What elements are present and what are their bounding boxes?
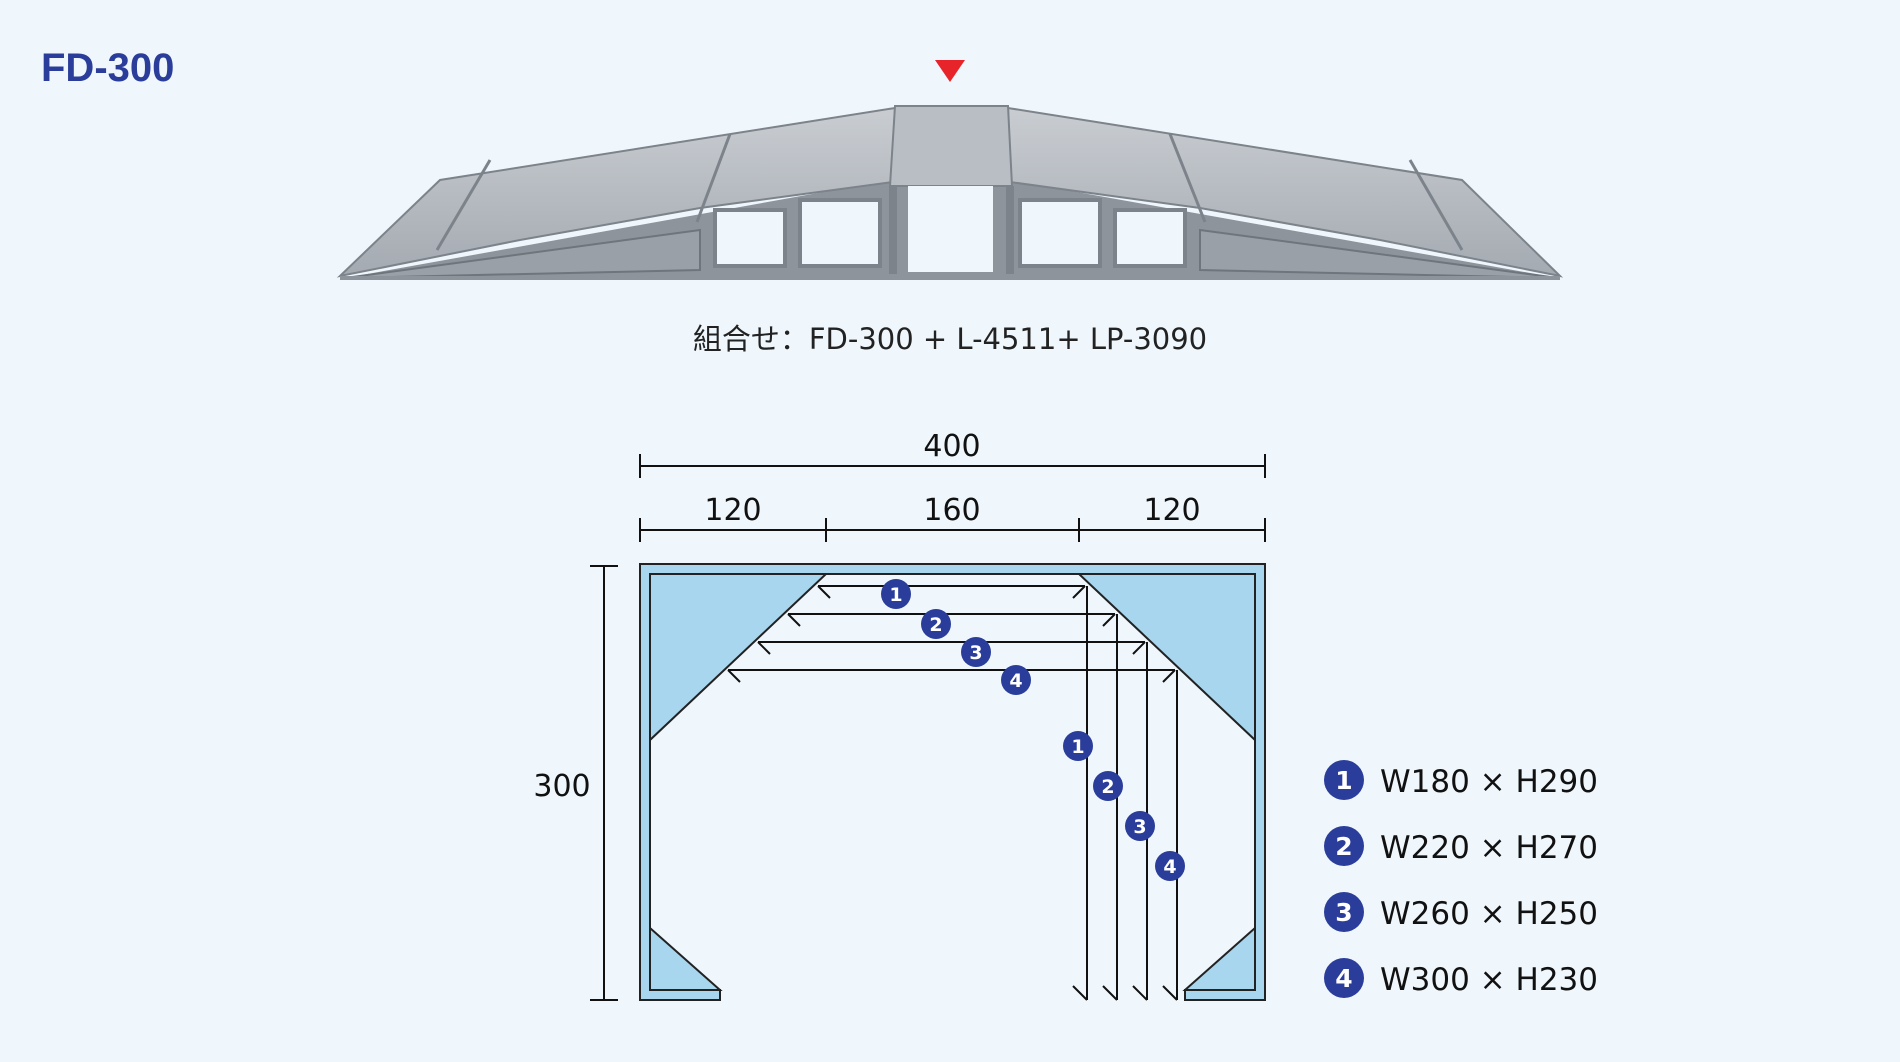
legend-label: W260 × H250	[1380, 896, 1598, 932]
center-marker-icon	[935, 60, 965, 82]
width-badge: 4	[1001, 665, 1031, 695]
svg-text:3: 3	[969, 642, 982, 664]
height-badge: 1	[1063, 731, 1093, 761]
svg-text:2: 2	[1335, 832, 1352, 861]
legend-label: W220 × H270	[1380, 830, 1598, 866]
legend: 1 W180 × H290 2 W220 × H270 3 W260 × H25…	[1324, 760, 1598, 998]
legend-item: 4 W300 × H230	[1324, 958, 1598, 998]
svg-text:2: 2	[929, 614, 942, 636]
svg-text:4: 4	[1163, 856, 1176, 878]
dimension-left-width: 120	[704, 493, 761, 528]
legend-label: W300 × H230	[1380, 962, 1598, 998]
legend-item: 2 W220 × H270	[1324, 826, 1598, 866]
height-badge: 2	[1093, 771, 1123, 801]
clearance-lines	[727, 585, 1178, 1001]
dimension-total-width: 400	[923, 429, 980, 464]
combination-caption: 組合せ：FD-300 + L-4511+ LP-3090	[692, 322, 1208, 356]
height-badge: 4	[1155, 851, 1185, 881]
width-badge: 1	[881, 579, 911, 609]
svg-text:4: 4	[1009, 670, 1022, 692]
product-model-title: FD-300	[41, 46, 175, 90]
height-badge: 3	[1125, 811, 1155, 841]
legend-label: W180 × H290	[1380, 764, 1598, 800]
svg-text:4: 4	[1335, 964, 1352, 993]
svg-text:3: 3	[1133, 816, 1146, 838]
svg-text:2: 2	[1101, 776, 1114, 798]
width-badge: 3	[961, 637, 991, 667]
dimension-right-width: 120	[1143, 493, 1200, 528]
cross-section-profile	[639, 563, 1266, 1001]
legend-item: 3 W260 × H250	[1324, 892, 1598, 932]
svg-text:1: 1	[889, 584, 902, 606]
width-badge: 2	[921, 609, 951, 639]
legend-item: 1 W180 × H290	[1324, 760, 1598, 800]
svg-text:1: 1	[1071, 736, 1084, 758]
dimension-height: 300	[533, 769, 590, 804]
svg-text:3: 3	[1335, 898, 1352, 927]
svg-text:1: 1	[1335, 766, 1352, 795]
ramp-product-illustration	[336, 105, 1564, 280]
dimension-lines	[590, 454, 1266, 1001]
dimension-center-width: 160	[923, 493, 980, 528]
